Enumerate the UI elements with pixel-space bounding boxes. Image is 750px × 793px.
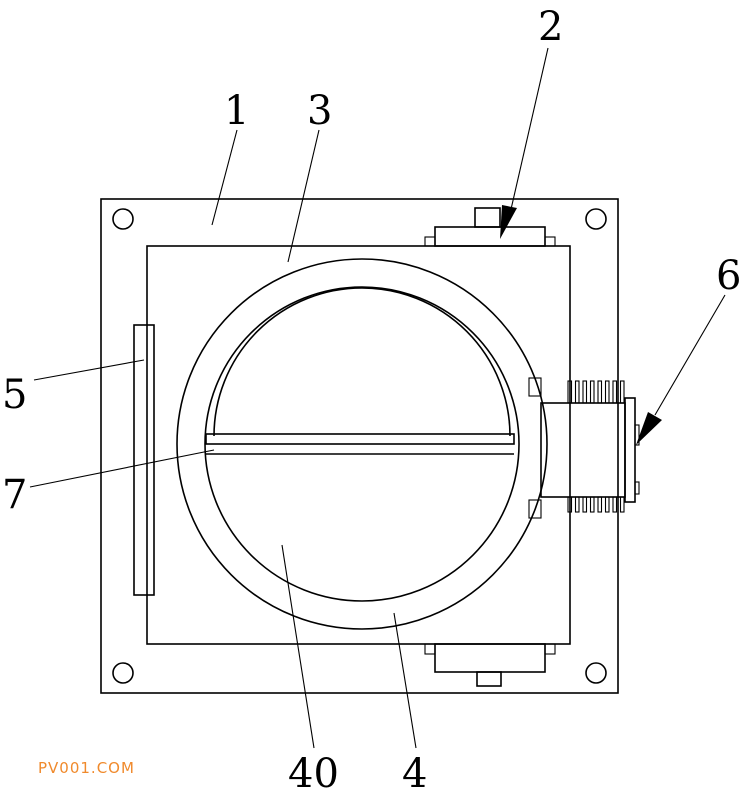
side-strip: [133, 324, 155, 596]
leader-line-6: [654, 294, 726, 416]
cooling-fin: [604, 496, 610, 513]
housing-body: [146, 245, 571, 645]
base-plate: [100, 198, 619, 694]
side-actuator: [528, 377, 640, 519]
inner-ring: [204, 286, 520, 602]
leader-arrow-2: [500, 205, 517, 239]
cooling-fin: [574, 380, 580, 404]
label-7: 7: [2, 472, 27, 518]
watermark: PV001.COM: [38, 759, 135, 777]
cooling-fin: [567, 380, 573, 404]
cooling-fin: [619, 380, 625, 404]
leader-line-40: [281, 544, 315, 749]
shaft: [205, 433, 515, 455]
label-4: 4: [402, 751, 427, 793]
cooling-fin: [612, 380, 618, 404]
leader-line-2: [508, 47, 549, 219]
cooling-fin: [582, 496, 588, 513]
cooling-fin: [574, 496, 580, 513]
label-2: 2: [538, 4, 563, 50]
leader-line-3: [287, 129, 320, 263]
leader-line-7: [29, 449, 215, 488]
cooling-fin: [589, 380, 595, 404]
cooling-fin: [589, 496, 595, 513]
upper-inner-arc: [213, 287, 511, 437]
outer-ring: [176, 258, 548, 630]
label-6: 6: [716, 253, 741, 299]
cooling-fin: [567, 496, 573, 513]
leader-line-1: [211, 129, 238, 226]
cooling-fin: [619, 496, 625, 513]
mounting-hole-bottom-left: [112, 662, 134, 684]
leader-line-4: [393, 612, 417, 749]
label-1: 1: [224, 88, 249, 134]
mounting-hole-top-right: [585, 208, 607, 230]
top-bracket: [424, 207, 556, 247]
leader-line-5: [33, 359, 145, 381]
cooling-fin: [597, 496, 603, 513]
label-40: 40: [288, 751, 339, 793]
bottom-bracket: [424, 643, 556, 687]
label-5: 5: [2, 372, 27, 418]
cooling-fin: [604, 380, 610, 404]
cooling-fin: [612, 496, 618, 513]
cooling-fin: [582, 380, 588, 404]
cooling-fin: [597, 380, 603, 404]
leader-arrow-6: [636, 412, 662, 445]
label-3: 3: [307, 88, 332, 134]
mounting-hole-top-left: [112, 208, 134, 230]
mounting-hole-bottom-right: [585, 662, 607, 684]
